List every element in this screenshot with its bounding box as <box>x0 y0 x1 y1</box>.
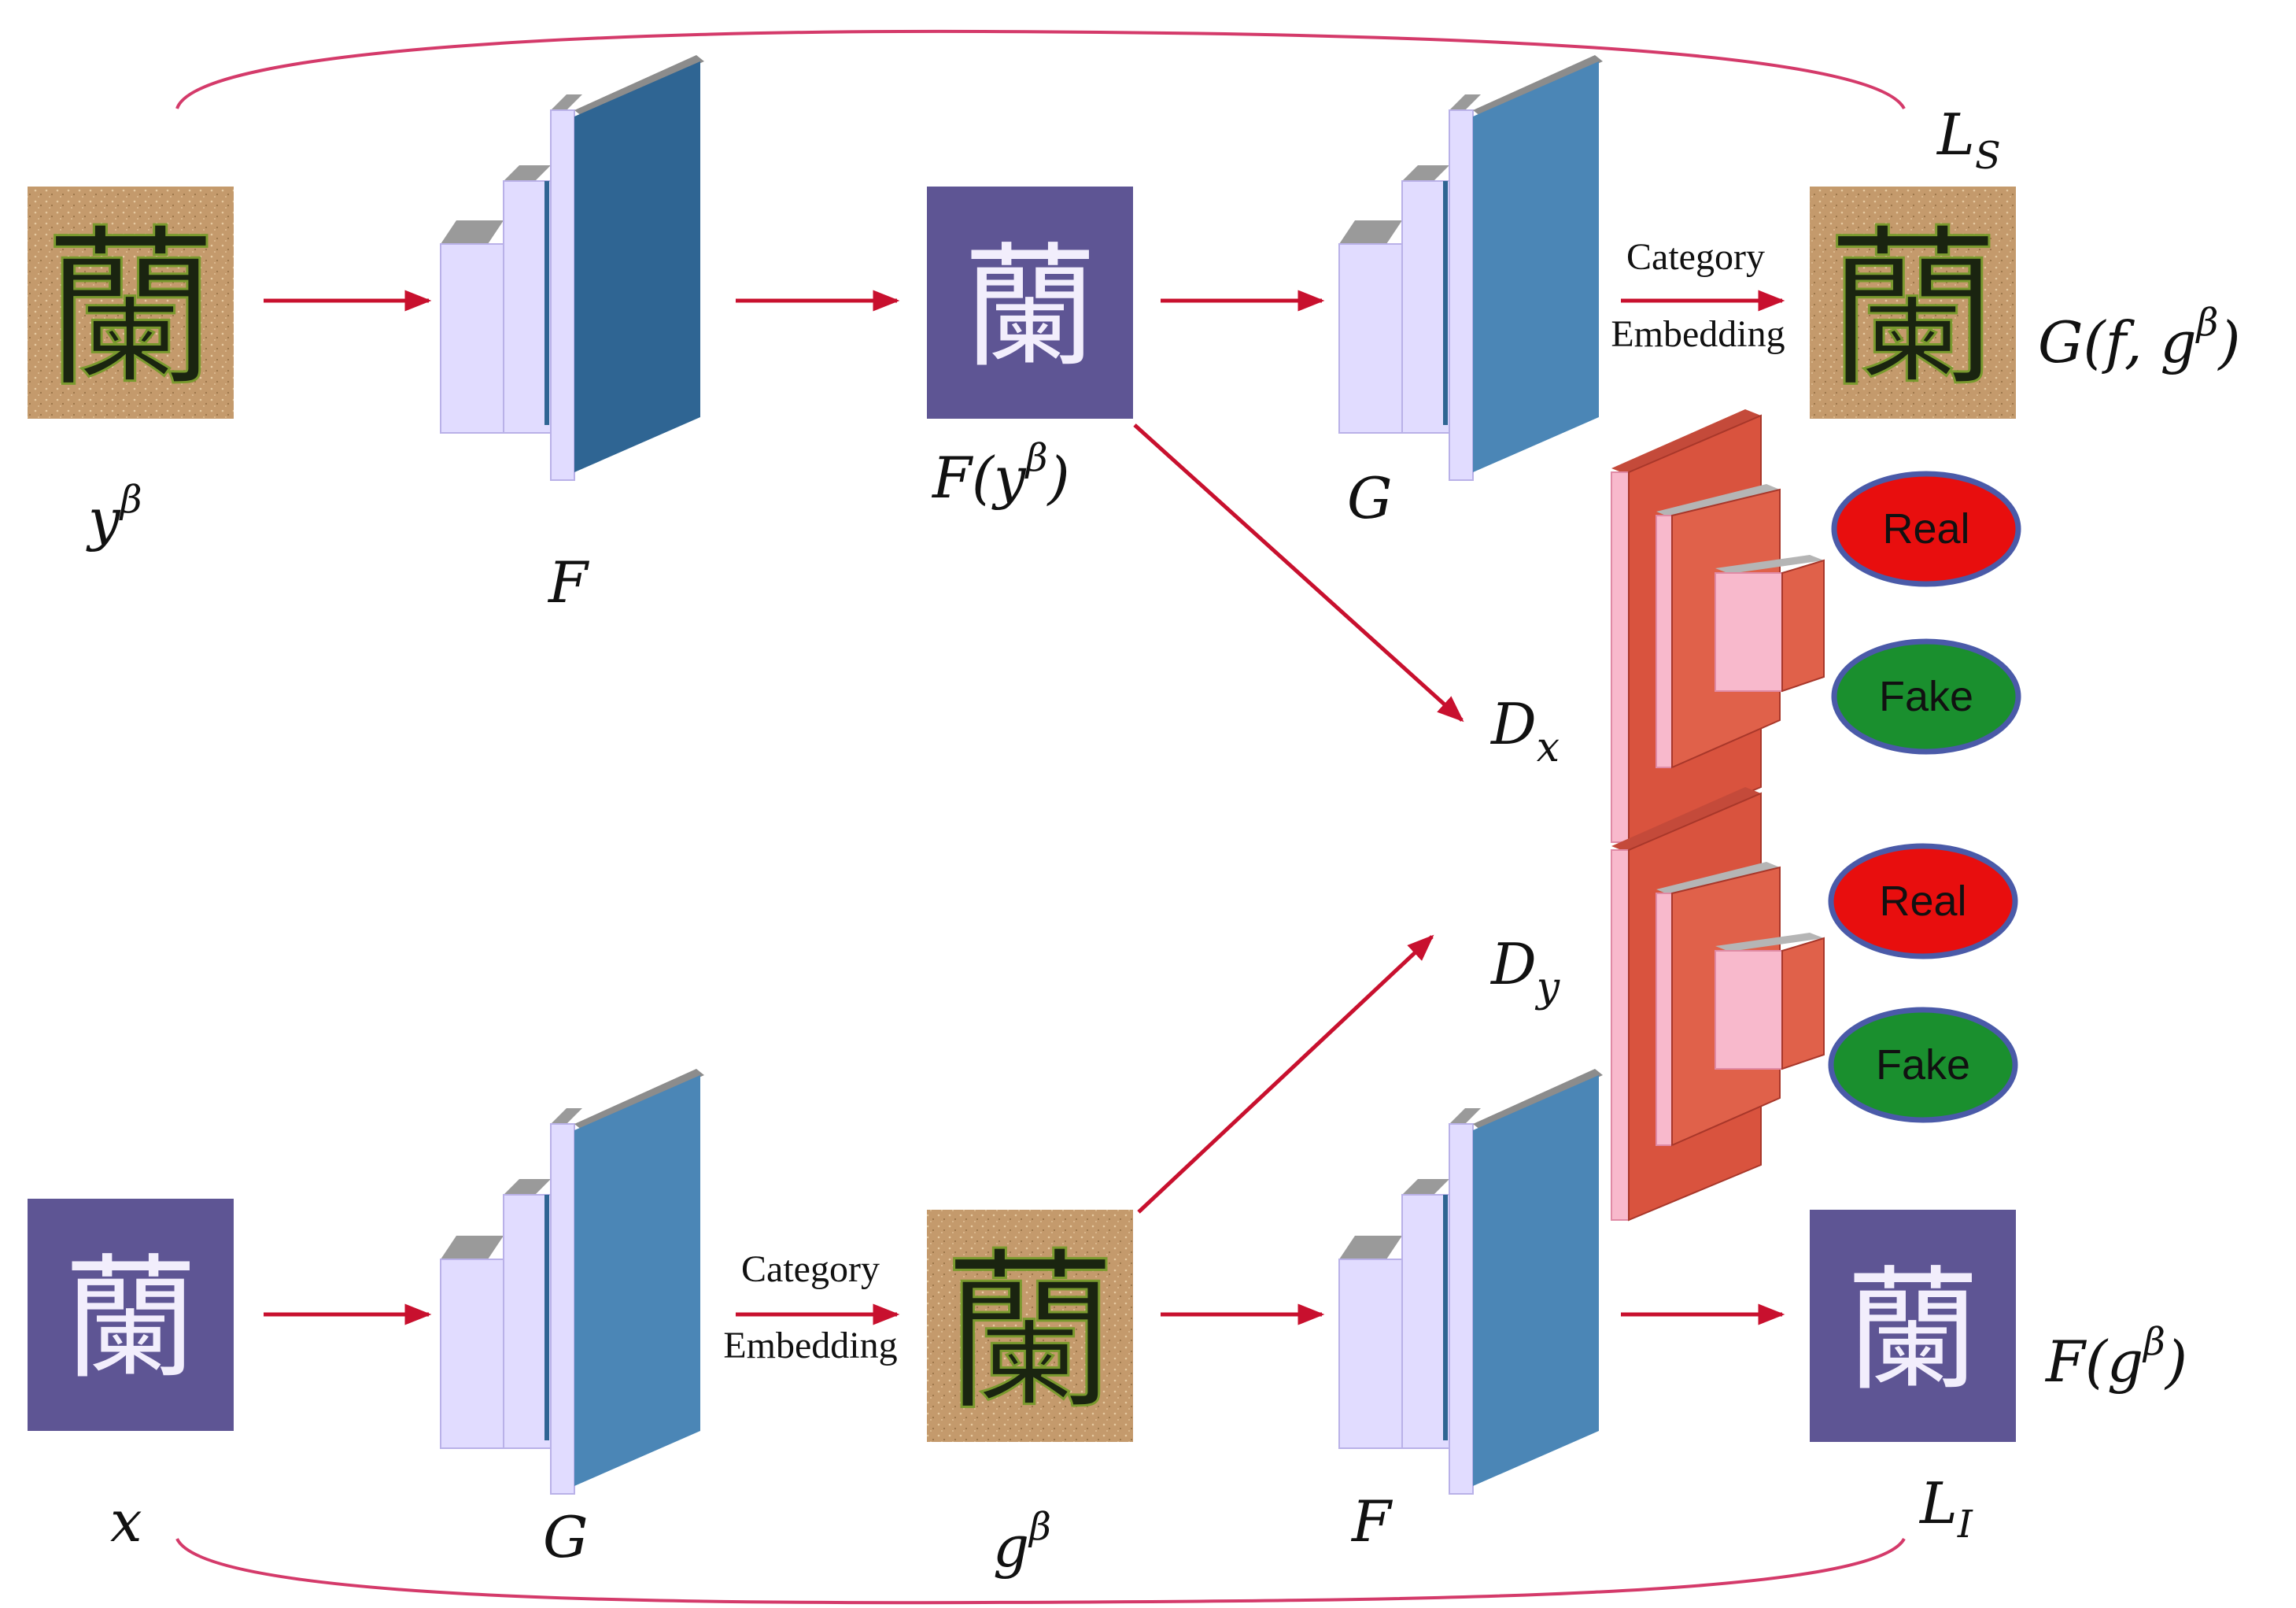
arrow-Fy-to-Dx <box>1133 423 1464 723</box>
label-G-bottom: G <box>543 1504 589 1570</box>
svg-text:Dx: Dx <box>1489 691 1560 771</box>
embedding-top-line1: Category <box>1626 236 1765 278</box>
svg-text:LS: LS <box>1936 102 2001 178</box>
svg-text:LI: LI <box>1918 1470 1973 1547</box>
reconstructed-glyph: 蘭 <box>1826 209 1999 411</box>
label-L-S: LS <box>1936 102 2001 178</box>
network-F-top <box>440 55 704 481</box>
dy-real-oval: Real <box>1828 843 2018 959</box>
network-G-top <box>1338 55 1603 481</box>
reconstructed-style-tile: 蘭 <box>1810 187 2016 419</box>
discriminator-Dx <box>1611 409 1825 844</box>
label-y-beta: yβ <box>86 478 142 553</box>
label-D-x: Dx <box>1489 691 1560 771</box>
label-G-top: G <box>1347 465 1393 531</box>
reconstructed-plain-glyph: 蘭 <box>1846 1254 1980 1410</box>
embedding-top-line2: Embedding <box>1611 313 1785 355</box>
generated-style-tile: 蘭 <box>927 1210 1133 1442</box>
label-g-beta: gβ <box>993 1505 1051 1580</box>
label-L-I: LI <box>1918 1470 1973 1547</box>
svg-text:Fake: Fake <box>1876 1041 1970 1089</box>
embedding-bottom-line2: Embedding <box>723 1325 897 1366</box>
label-F-bottom: F <box>1350 1488 1393 1554</box>
network-G-bottom <box>440 1069 704 1495</box>
reconstructed-plain-tile: 蘭 <box>1810 1210 2016 1442</box>
input-plain-glyph: 蘭 <box>64 1242 197 1398</box>
label-F-y-beta: F(yβ) <box>931 436 1070 511</box>
arrow-g-to-Dy <box>1137 934 1434 1214</box>
translated-plain-tile: 蘭 <box>927 187 1133 419</box>
label-G-f-g-beta: G(f, gβ) <box>2038 301 2240 375</box>
svg-text:Real: Real <box>1882 505 1969 553</box>
identity-loss-curve <box>175 1538 1906 1605</box>
embedding-bottom-line1: Category <box>741 1248 880 1290</box>
svg-text:yβ: yβ <box>86 478 142 553</box>
svg-text:gβ: gβ <box>993 1505 1051 1580</box>
discriminator-Dy <box>1611 787 1825 1222</box>
style-loss-curve <box>175 29 1906 109</box>
generated-glyph: 蘭 <box>943 1233 1117 1434</box>
svg-text:G(f, gβ): G(f, gβ) <box>2038 301 2240 375</box>
svg-text:F(gβ): F(gβ) <box>2044 1320 2187 1395</box>
svg-text:Fake: Fake <box>1879 673 1973 720</box>
dx-real-oval: Real <box>1831 471 2021 587</box>
label-F-g-beta: F(gβ) <box>2044 1320 2187 1395</box>
label-F-top: F <box>547 549 590 615</box>
style-glyph: 蘭 <box>44 209 217 411</box>
svg-text:Dy: Dy <box>1489 931 1560 1011</box>
input-plain-tile: 蘭 <box>28 1199 234 1431</box>
label-x: x <box>110 1488 142 1554</box>
network-F-bottom <box>1338 1069 1603 1495</box>
plain-glyph: 蘭 <box>963 231 1097 386</box>
svg-text:F(yβ): F(yβ) <box>931 436 1070 511</box>
svg-text:Real: Real <box>1879 878 1966 925</box>
dy-fake-oval: Fake <box>1828 1007 2018 1123</box>
input-style-tile: 蘭 <box>28 187 234 419</box>
dx-fake-oval: Fake <box>1831 638 2021 755</box>
label-D-y: Dy <box>1489 931 1560 1011</box>
